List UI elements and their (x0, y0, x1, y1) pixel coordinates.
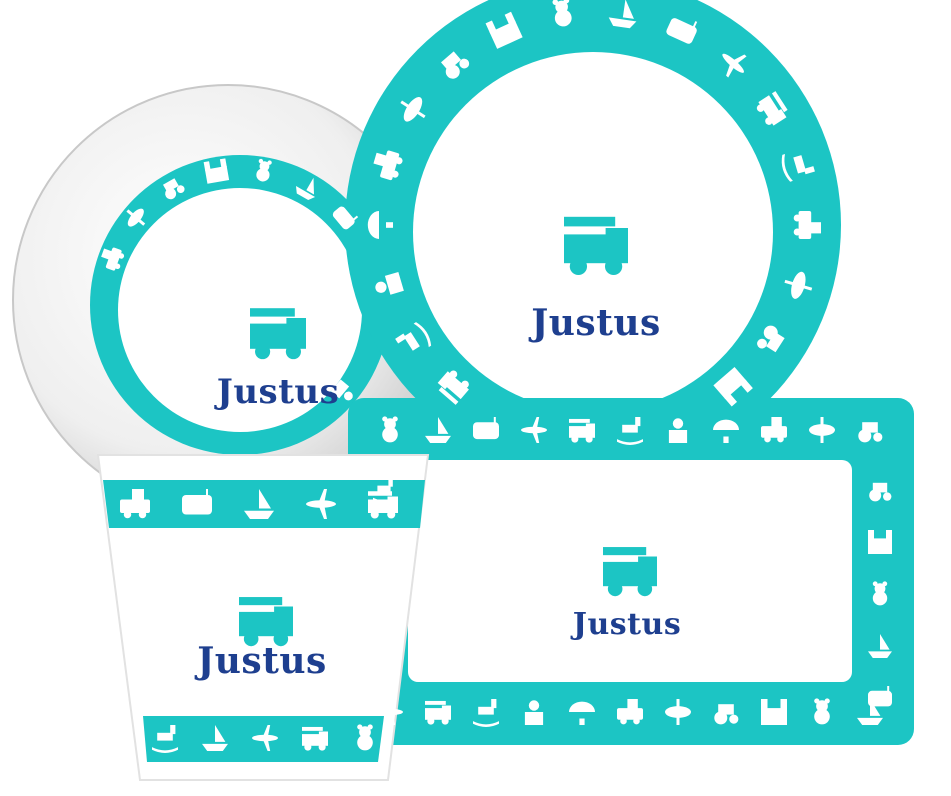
sailboat-icon (608, 0, 637, 29)
airplane-icon (306, 489, 336, 519)
teddy-bear-icon (872, 581, 888, 606)
teddy-bear-icon (436, 488, 454, 519)
spinning-top-icon (126, 208, 146, 227)
teddy-bear-icon (814, 698, 830, 725)
drum-icon (473, 417, 499, 440)
sailboat-icon (244, 489, 274, 519)
rocking-horse-icon (473, 699, 499, 727)
fire-truck-icon (368, 491, 398, 519)
castle-icon (485, 11, 523, 49)
tractor-icon (757, 325, 785, 353)
teddy-bear-icon (552, 0, 572, 27)
spinning-top-icon (784, 271, 813, 299)
drum-icon (868, 686, 892, 707)
jack-in-the-box-icon (524, 700, 544, 725)
drum-icon (332, 206, 359, 230)
cup-name: Justus (197, 640, 327, 682)
castle-icon (868, 530, 892, 554)
tractor-icon (858, 422, 883, 443)
spinning-top-icon (400, 97, 426, 122)
parachute-icon (713, 419, 739, 443)
tractor-icon (162, 178, 185, 200)
tractor-icon (869, 482, 892, 502)
fire-truck-icon (437, 370, 469, 405)
parachute-icon (373, 585, 395, 605)
fire-truck-icon (302, 726, 328, 751)
toy-train-icon (761, 417, 787, 443)
toy-train-icon (373, 635, 395, 657)
toy-train-icon (120, 489, 150, 519)
fire-truck-icon (239, 597, 293, 647)
rocking-horse-icon (395, 322, 432, 351)
toy-train-icon (101, 247, 125, 271)
airplane-icon (252, 725, 278, 751)
airplane-icon (377, 699, 403, 725)
rocking-horse-icon (152, 725, 178, 753)
castle-icon (761, 699, 787, 725)
airplane-icon (521, 417, 547, 443)
castle-icon (713, 366, 753, 407)
fire-truck-icon (569, 418, 595, 443)
jack-in-the-box-icon (330, 379, 353, 401)
plate-name: Justus (531, 302, 661, 344)
teddy-bear-icon (256, 158, 272, 182)
spinning-top-icon (809, 417, 835, 443)
rocking-horse-icon (781, 154, 815, 182)
teddy-bear-icon (382, 416, 398, 443)
teddy-bear-icon (357, 724, 373, 751)
sailboat-icon (857, 699, 883, 725)
fire-truck-icon (250, 308, 306, 360)
fire-truck-icon (756, 91, 788, 126)
spinning-top-icon (665, 699, 691, 725)
fire-truck-icon (425, 700, 451, 725)
bowl-name: Justus (216, 372, 340, 412)
drum-icon (666, 18, 698, 44)
placemat-name: Justus (572, 607, 682, 642)
toy-train-icon (793, 211, 821, 239)
jack-in-the-box-icon (668, 418, 688, 443)
parachute-icon (367, 211, 393, 239)
fire-truck-icon (603, 547, 657, 597)
castle-icon (203, 158, 230, 184)
fire-truck-icon (564, 216, 628, 276)
tractor-icon (714, 704, 739, 725)
drum-icon (182, 489, 212, 515)
jack-in-the-box-icon (376, 532, 392, 553)
rocking-horse-icon (617, 417, 643, 445)
jack-in-the-box-icon (375, 271, 404, 295)
airplane-icon (722, 53, 747, 78)
sailboat-icon (295, 177, 316, 201)
toy-train-icon (373, 150, 403, 181)
parachute-icon (569, 701, 595, 725)
tractor-icon (441, 51, 470, 79)
toy-train-icon (617, 699, 643, 725)
